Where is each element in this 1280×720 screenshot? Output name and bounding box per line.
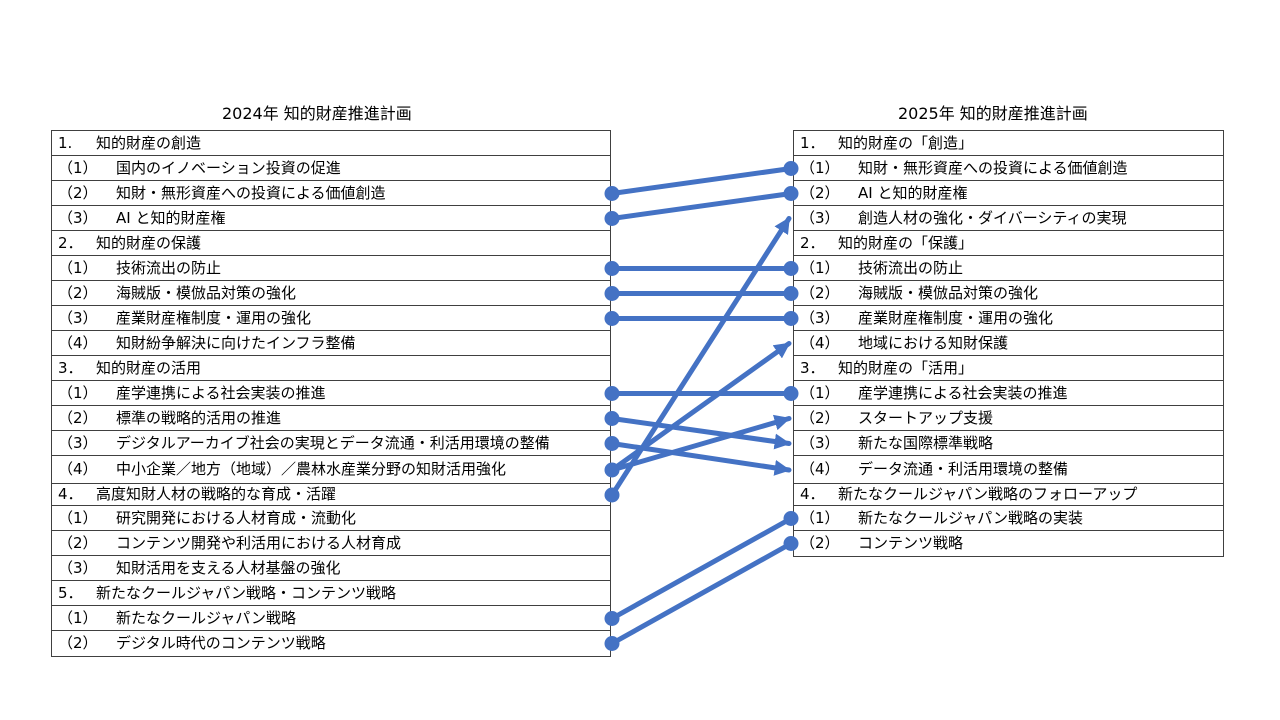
link-start-dot [605, 636, 620, 651]
link-line-11 [612, 519, 791, 619]
link-start-dot [605, 611, 620, 626]
link-line-10 [612, 219, 789, 496]
link-start-dot [605, 311, 620, 326]
link-start-dot [605, 186, 620, 201]
link-line-9 [612, 419, 789, 471]
link-start-dot [605, 286, 620, 301]
link-line-1 [612, 194, 791, 219]
link-end-dot [784, 536, 799, 551]
link-end-dot [784, 186, 799, 201]
link-start-dot [605, 211, 620, 226]
link-end-dot [784, 161, 799, 176]
link-end-dot [784, 261, 799, 276]
link-line-6 [612, 419, 789, 444]
link-line-12 [612, 544, 791, 644]
link-line-0 [612, 169, 791, 194]
link-start-dot [605, 411, 620, 426]
link-start-dot [605, 436, 620, 451]
link-end-dot [784, 386, 799, 401]
link-end-dot [784, 286, 799, 301]
link-end-dot [784, 511, 799, 526]
link-start-dot [605, 261, 620, 276]
link-start-dot [605, 488, 620, 503]
link-end-dot [784, 311, 799, 326]
link-start-dot [605, 386, 620, 401]
